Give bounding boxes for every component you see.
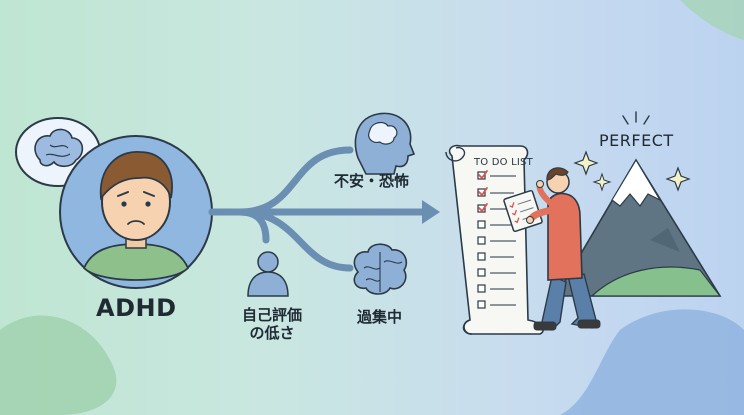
arrow-head [422,200,440,224]
person-with-clipboard [503,167,601,331]
low-self-esteem-label: 自己評価 の低さ [236,306,308,342]
todo-list-title: TO DO LIST [474,157,533,168]
hyperfocus-label: 過集中 [357,308,403,326]
sparkle-icons [573,111,691,192]
perfect-label: PERFECT [599,131,674,150]
brain-icon [353,243,408,295]
worried-person-avatar [59,135,213,289]
slumped-person-icon [247,251,289,297]
head-with-brain-icon [354,112,416,175]
anxiety-fear-label: 不安・恐怖 [334,172,410,190]
adhd-label: ADHD [96,294,177,322]
branching-arrow [208,146,429,272]
snowy-mountain-icon [554,158,722,297]
low-self-esteem-line1: 自己評価 [241,306,302,324]
todo-scroll-checklist [445,144,544,335]
low-self-esteem-line2: の低さ [249,324,295,342]
